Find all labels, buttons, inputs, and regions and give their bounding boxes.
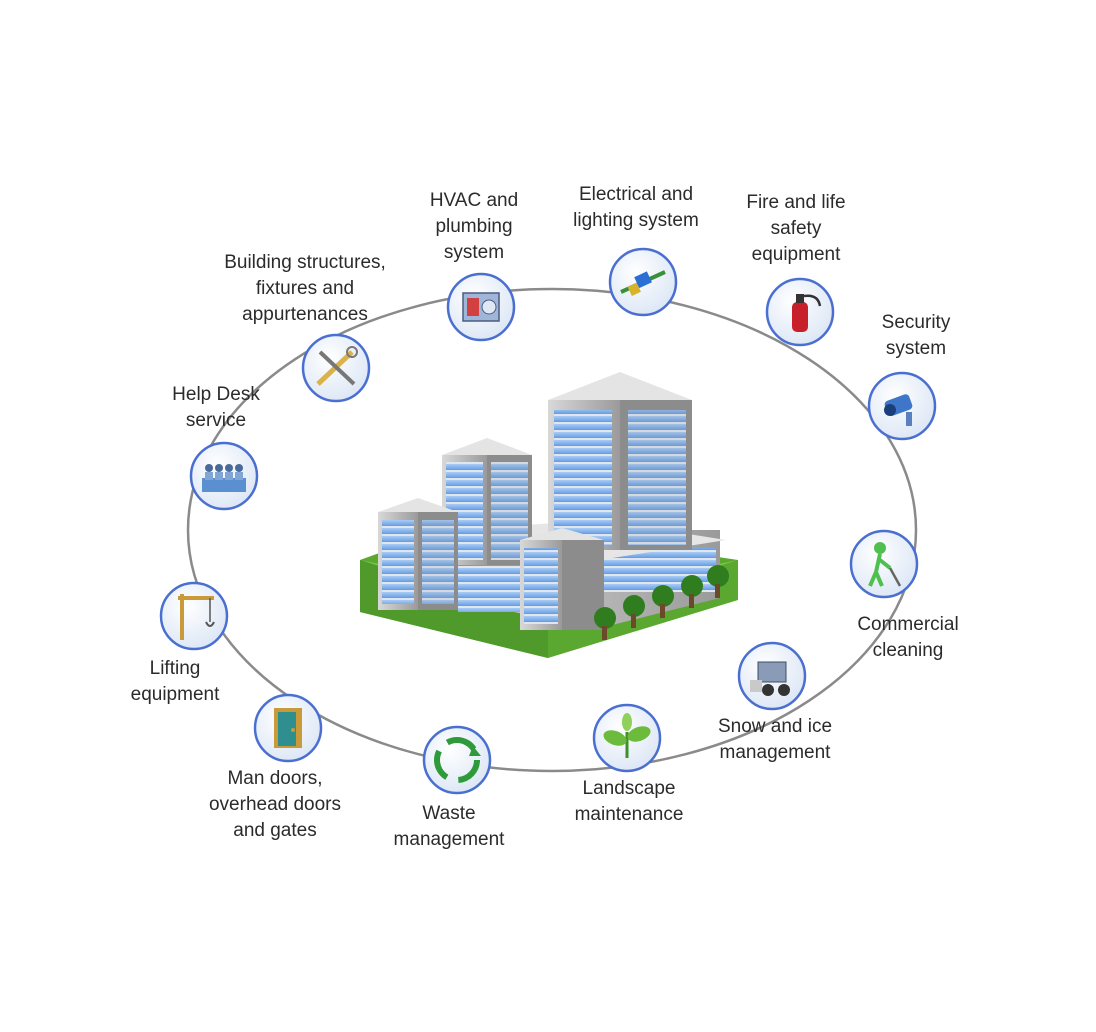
- service-node-cleaning: [849, 529, 919, 599]
- service-label-snow: Snow and ice management: [717, 716, 833, 763]
- service-circle: [189, 441, 259, 511]
- help-desk-team-icon: [202, 464, 246, 492]
- service-label-building: Building structures, fixtures and appurt…: [224, 252, 386, 325]
- service-label-security: Security system: [881, 312, 951, 359]
- service-node-lifting: [159, 581, 229, 651]
- service-node-hvac: [446, 272, 516, 342]
- service-circle: [159, 581, 229, 651]
- service-label-electrical: Electrical and lighting system: [573, 184, 699, 231]
- recycle-icon: [434, 737, 481, 783]
- service-label-waste: Waste management: [393, 803, 505, 850]
- service-node-helpdesk: [189, 441, 259, 511]
- service-label-cleaning: Commercial cleaning: [857, 614, 959, 661]
- door-icon: [274, 708, 302, 748]
- service-label-hvac: HVAC and plumbing system: [429, 190, 519, 263]
- snow-plow-truck-icon: [750, 661, 790, 696]
- service-label-lifting: Lifting equipment: [130, 658, 220, 705]
- service-label-doors: Man doors, overhead doors and gates: [208, 768, 342, 841]
- service-node-doors: [253, 693, 323, 763]
- service-label-landscape: Landscape maintenance: [574, 778, 684, 825]
- service-circle: [422, 725, 492, 795]
- plant-sprout-icon: [603, 713, 651, 758]
- electrical-plug-icon: [620, 270, 666, 297]
- service-node-building: [301, 333, 371, 403]
- hvac-unit-icon: [462, 292, 500, 322]
- security-camera-icon: [884, 394, 913, 426]
- fire-extinguisher-icon: [792, 294, 822, 332]
- cleaner-person-icon: [868, 542, 902, 587]
- office-buildings-illustration: [360, 372, 738, 658]
- service-label-helpdesk: Help Desk service: [172, 384, 260, 431]
- crane-icon: [178, 594, 215, 640]
- service-label-fire: Fire and life safety equipment: [746, 192, 846, 265]
- service-node-electrical: [608, 247, 678, 317]
- service-node-snow: [737, 641, 807, 711]
- service-ring: [186, 287, 918, 773]
- service-node-security: [867, 371, 937, 441]
- service-node-landscape: [592, 703, 662, 773]
- service-node-waste: [422, 725, 492, 795]
- service-node-fire: [765, 277, 835, 347]
- tools-icon: [316, 346, 358, 386]
